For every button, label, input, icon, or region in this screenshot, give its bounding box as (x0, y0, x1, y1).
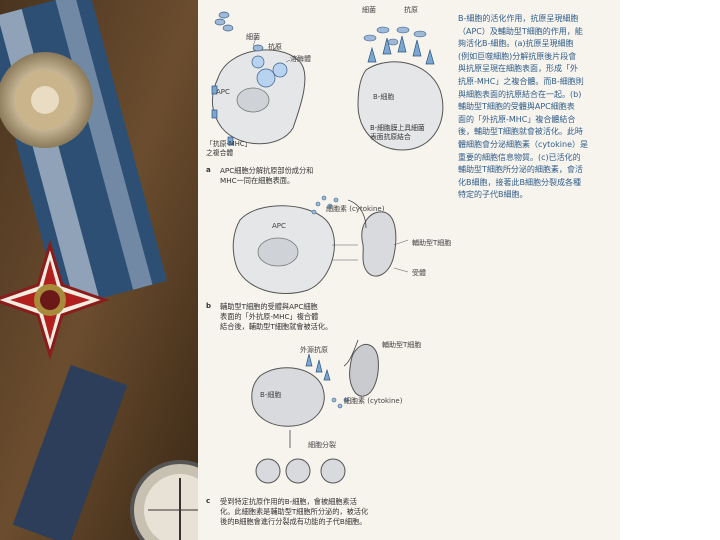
figure-side-text: B-細胞的活化作用，抗原呈現細胞 （APC）及輔助型T細胞的作用，能 夠活化B-… (458, 14, 589, 200)
antigen-icon (363, 26, 427, 46)
panel-a-letter: a (206, 166, 211, 174)
daughter-cell (320, 458, 346, 484)
helper-t-cell-c (349, 343, 379, 397)
mhc-complex-icon (211, 85, 234, 146)
panel-c-caption: 受到特定抗原作用的B-細胞，會被細胞素活 化。此細胞素是輔助型T細胞所分泌的，被… (220, 497, 369, 526)
label-b-cell: B-細胞 (373, 93, 395, 101)
panel-b-letter: b (206, 302, 212, 310)
label-b-cell-note: B-細胞膜上具細菌 表面抗原結合 (370, 124, 425, 141)
label-helper-t-c: 輔助型T細胞 (382, 341, 422, 349)
label-cytokine-c: 細胞素 (cytokine) (344, 397, 403, 405)
label-fragments: 細菌 (246, 33, 260, 41)
panel-a-caption: APC細胞分解抗原部份成分和 MHC一同在細胞表面。 (220, 166, 314, 185)
b-cell-c (251, 367, 325, 427)
label-cell-division: 細胞分裂 (308, 441, 336, 449)
daughter-cell (255, 458, 281, 484)
b-cell (357, 61, 444, 151)
rosette (0, 52, 93, 148)
b-cell-receptor-icon (367, 35, 435, 65)
label-lysosome: 溶酶體 (290, 55, 311, 63)
label-bacteria: 細菌 (362, 6, 376, 14)
cross-medal (0, 239, 110, 361)
label-antigen: 抗原 (404, 6, 418, 14)
panel-c-letter: c (206, 497, 211, 505)
label-mhc-complex: 「抗原-MHC」 之複合體 (206, 140, 252, 157)
lysosome-icon (251, 55, 288, 88)
apc-nucleus (236, 87, 270, 113)
label-foreign-antigen: 外源抗原 (300, 346, 328, 354)
bacteria-icon (214, 11, 264, 52)
textbook-page: 細菌 抗原 細菌 抗原 溶酶體 APC B-細胞 「抗原-MHC」 之複合體 B… (198, 0, 620, 540)
label-apc: APC (216, 88, 230, 96)
helper-t-cell-b (361, 211, 397, 277)
label-b-cell-c: B-細胞 (260, 391, 282, 399)
label-apc-b: APC (272, 222, 286, 230)
label-receptor: 受體 (412, 269, 426, 277)
panel-b-caption: 輔助型T細胞的受體與APC細胞 表面的「外抗原-MHC」複合體 結合後，輔助型T… (220, 302, 333, 331)
panel-c-illustration (251, 339, 379, 484)
label-helper-t-b: 輔助型T細胞 (412, 239, 452, 247)
label-antigen-2: 抗原 (268, 43, 282, 51)
daughter-cell (285, 458, 311, 484)
label-cytokine-b: 細胞素 (cytokine) (326, 205, 385, 213)
strap (12, 364, 128, 540)
panel-a-illustration (211, 11, 444, 151)
panel-b-illustration (232, 195, 409, 294)
